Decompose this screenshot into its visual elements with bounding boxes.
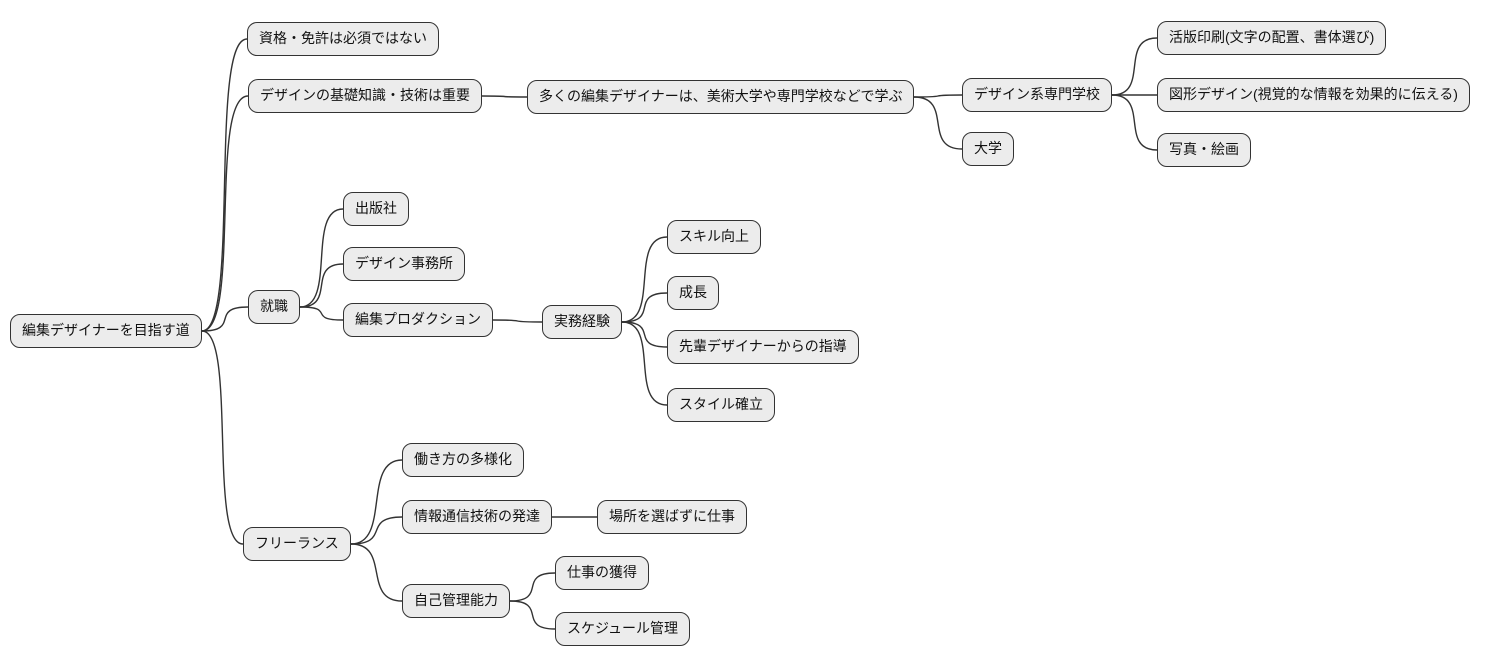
edge-root-shikaku	[201, 38, 248, 332]
edge-shushoku-jimusho	[299, 263, 344, 308]
edge-freelance-hataraki	[350, 459, 403, 545]
node-kiso: デザインの基礎知識・技術は重要	[248, 79, 482, 113]
node-senpai: 先輩デザイナーからの指導	[667, 330, 859, 364]
edge-jiko-schedule	[509, 600, 556, 630]
edge-root-kiso	[201, 95, 249, 332]
edge-prod-jitsumu	[492, 319, 543, 323]
node-joho: 情報通信技術の発達	[402, 500, 552, 534]
node-jitsumu: 実務経験	[542, 305, 622, 339]
node-seicho: 成長	[667, 276, 719, 310]
node-senmon: デザイン系専門学校	[962, 78, 1112, 112]
edge-senmon-kappan	[1111, 37, 1158, 96]
node-zukei: 図形デザイン(視覚的な情報を効果的に伝える)	[1157, 78, 1470, 112]
node-shushoku: 就職	[248, 290, 300, 324]
edge-jiko-shigoto	[509, 572, 556, 602]
edge-senmon-shashin	[1111, 94, 1158, 151]
node-schedule: スケジュール管理	[555, 612, 691, 646]
node-manabu: 多くの編集デザイナーは、美術大学や専門学校などで学ぶ	[527, 80, 915, 114]
node-skill: スキル向上	[667, 220, 761, 254]
node-style: スタイル確立	[667, 388, 775, 422]
node-root: 編集デザイナーを目指す道	[10, 314, 202, 348]
edge-jitsumu-skill	[621, 236, 668, 323]
edge-root-shushoku	[201, 306, 249, 332]
node-jiko: 自己管理能力	[402, 584, 510, 618]
edge-manabu-daigaku	[913, 96, 963, 150]
node-shashin: 写真・絵画	[1157, 133, 1251, 167]
node-basho: 場所を選ばずに仕事	[597, 500, 747, 534]
node-kappan: 活版印刷(文字の配置、書体選び)	[1157, 21, 1387, 55]
edge-kiso-manabu	[481, 95, 528, 98]
node-jimusho: デザイン事務所	[343, 247, 465, 281]
edge-jitsumu-seicho	[621, 292, 668, 323]
node-freelance: フリーランス	[243, 527, 351, 561]
edge-manabu-senmon	[913, 94, 963, 98]
node-shuppan: 出版社	[343, 192, 409, 226]
edge-freelance-jiko	[350, 543, 403, 602]
edge-shushoku-shuppan	[299, 208, 344, 308]
node-prod: 編集プロダクション	[343, 303, 493, 337]
node-shigoto: 仕事の獲得	[555, 556, 649, 590]
edge-shushoku-prod	[299, 306, 344, 321]
node-daigaku: 大学	[962, 132, 1014, 166]
edge-jitsumu-style	[621, 321, 668, 406]
node-hataraki: 働き方の多様化	[402, 443, 524, 477]
edge-freelance-joho	[350, 516, 403, 545]
edge-jitsumu-senpai	[621, 321, 668, 348]
node-shikaku: 資格・免許は必須ではない	[247, 22, 439, 56]
edge-root-freelance	[201, 330, 244, 545]
